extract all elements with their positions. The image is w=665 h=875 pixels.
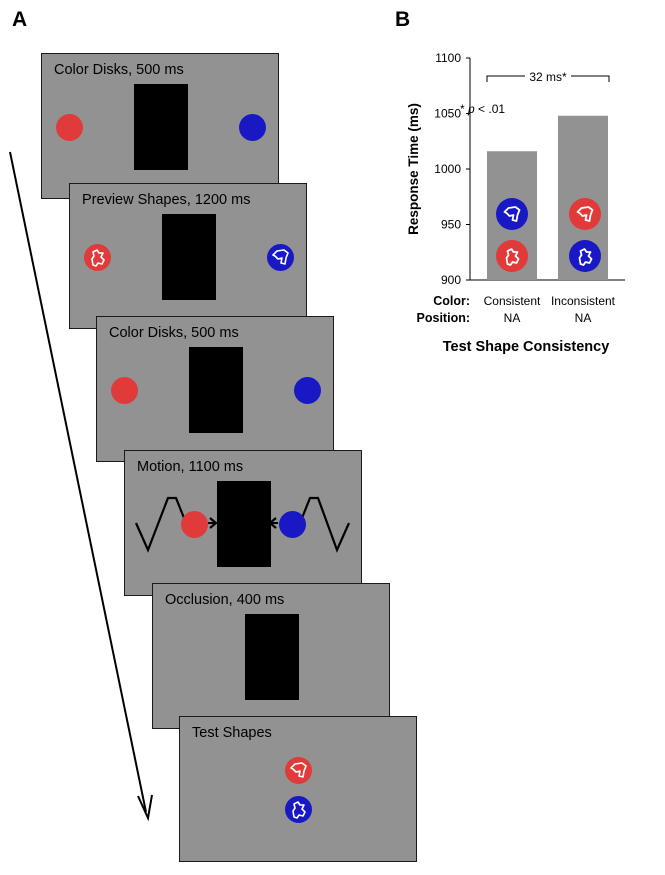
significance-bracket-left (486, 75, 525, 82)
shape-outline-icon (292, 801, 306, 819)
left-arrow-head (209, 517, 218, 529)
right-motion-path (298, 496, 351, 553)
frame-occlusion: Occlusion, 400 ms (152, 583, 390, 729)
y-tick-label: 1000 (434, 162, 461, 176)
shape-outline-icon (496, 240, 528, 272)
blue-test-shape-disk (285, 796, 312, 823)
blue-disk (294, 377, 321, 404)
frame-test-shapes: Test Shapes (179, 716, 417, 862)
occluder (217, 481, 271, 567)
occluder (162, 214, 216, 300)
y-tick-label: 1050 (434, 107, 461, 121)
color-row-label: Color: (433, 294, 470, 308)
position-value-consistent: NA (504, 311, 521, 325)
shape-outline-icon (272, 249, 289, 265)
y-axis-label: Response Time (ms) (406, 103, 421, 235)
frame-label: Occlusion, 400 ms (165, 592, 285, 608)
frame-label: Motion, 1100 ms (137, 459, 244, 475)
shape-outline-icon (569, 198, 601, 230)
y-tick-label: 1100 (435, 51, 461, 65)
x-axis-title: Test Shape Consistency (443, 339, 610, 355)
frame-motion: Motion, 1100 ms (124, 450, 362, 596)
panel-b-label: B (395, 8, 411, 31)
significance-bracket-right (571, 75, 610, 82)
blue-disk (279, 511, 306, 538)
significance-note: * p < .01 (460, 102, 505, 116)
position-row-label: Position: (417, 311, 470, 325)
significance-bracket-label: 32 ms* (529, 70, 567, 84)
red-test-shape-disk (285, 757, 312, 784)
color-value-consistent: Consistent (484, 294, 541, 308)
position-value-inconsistent: NA (575, 311, 592, 325)
frame-label: Test Shapes (192, 725, 272, 741)
y-tick-label: 950 (441, 218, 461, 232)
color-value-inconsistent: Inconsistent (551, 294, 616, 308)
y-tick-label: 900 (441, 273, 461, 287)
panel-a-label: A (12, 8, 28, 31)
frame-label: Color Disks, 500 ms (54, 62, 184, 78)
occluder (189, 347, 243, 433)
blue-shape-disk (267, 244, 294, 271)
shape-outline-icon (496, 198, 528, 230)
shape-outline-icon (569, 240, 601, 272)
red-disk (56, 114, 83, 141)
occluder (245, 614, 299, 700)
red-disk (181, 511, 208, 538)
shape-outline-icon (290, 762, 307, 778)
blue-disk (239, 114, 266, 141)
